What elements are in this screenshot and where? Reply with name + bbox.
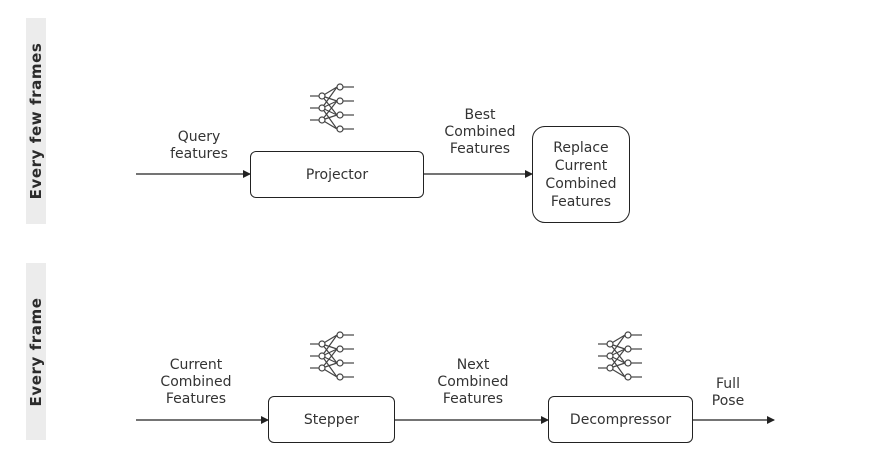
decompressor-box: Decompressor [548, 396, 693, 443]
stepper-box: Stepper [268, 396, 395, 443]
band-every-frame: Every frame [26, 263, 46, 440]
label-query-features: Query features [170, 129, 228, 162]
label-next-combined-features: Next Combined Features [437, 357, 509, 407]
label-full-pose: Full Pose [711, 376, 745, 409]
projector-box: Projector [250, 151, 424, 198]
label-current-combined-features: Current Combined Features [160, 357, 232, 407]
neural-network-icon [310, 331, 354, 381]
label-best-combined-features: Best Combined Features [444, 107, 516, 157]
neural-network-icon [598, 331, 642, 381]
replace-current-combined-features-box: Replace Current Combined Features [532, 126, 630, 223]
neural-network-icon [310, 83, 354, 133]
band-every-few-frames: Every few frames [26, 18, 46, 224]
